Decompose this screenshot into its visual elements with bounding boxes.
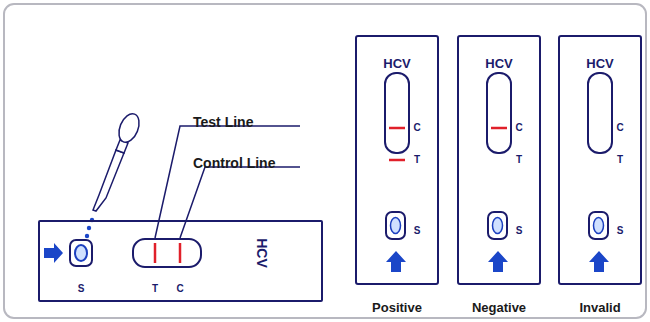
test-cassette: S T C HCV: [38, 220, 323, 302]
leader-label: Test Line: [193, 115, 253, 129]
sample-well: [488, 212, 507, 239]
result-window: [385, 73, 409, 153]
outer-frame: [4, 4, 646, 318]
result-caption: Invalid: [579, 301, 620, 314]
device-name: HCV: [586, 57, 613, 70]
test-line-mark: [154, 243, 157, 263]
marker-letter: C: [176, 284, 183, 294]
sample-well: [386, 212, 405, 239]
result-window: [487, 73, 511, 153]
flow-arrow: [589, 251, 609, 272]
marker-letter: S: [414, 226, 421, 236]
marker-letter: C: [616, 123, 623, 133]
marker-letter: C: [413, 123, 420, 133]
result-caption: Positive: [372, 301, 422, 314]
marker-letter: T: [414, 155, 420, 165]
device-name: HCV: [485, 57, 512, 70]
device-name: HCV: [383, 57, 410, 70]
flow-arrow: [488, 251, 508, 272]
sample-pad: [391, 218, 401, 234]
result-line: [389, 127, 405, 130]
result-line: [389, 159, 405, 162]
marker-letter: C: [515, 123, 522, 133]
test-cassette: HCV C T S: [355, 35, 439, 285]
marker-letter: T: [617, 155, 623, 165]
control-line-mark: [179, 243, 182, 263]
device-name: HCV: [255, 238, 269, 268]
test-cassette: HCV C T S: [558, 35, 642, 285]
result-caption: Negative: [472, 301, 526, 314]
result-window: [588, 73, 612, 153]
flow-arrow: [386, 251, 406, 272]
marker-letter: T: [516, 155, 522, 165]
sample-well: [589, 212, 608, 239]
test-cassette: HCV C T S: [457, 35, 541, 285]
sample-pad: [594, 218, 604, 234]
marker-letter: S: [78, 284, 85, 294]
horizontal-cassette-parts: [70, 239, 201, 267]
marker-letter: T: [152, 284, 158, 294]
result-line: [491, 127, 507, 130]
sample-pad: [493, 218, 503, 234]
leader-label: Control Line: [193, 156, 275, 170]
marker-letter: S: [617, 226, 624, 236]
flow-arrow: [44, 243, 63, 263]
marker-letter: S: [516, 226, 523, 236]
